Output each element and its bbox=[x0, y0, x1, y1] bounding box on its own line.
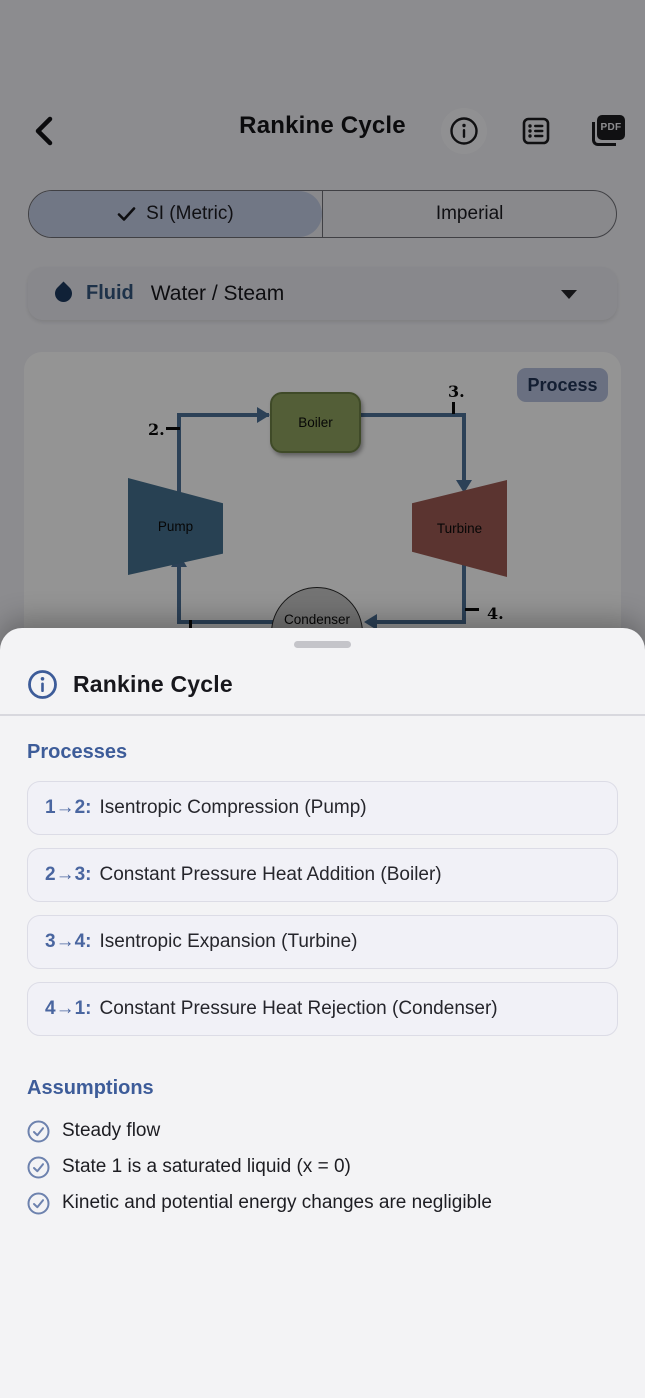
assumptions-heading: Assumptions bbox=[27, 1077, 154, 1099]
info-icon bbox=[28, 669, 57, 699]
pipe-condenser-to-pump bbox=[177, 620, 273, 624]
info-bottom-sheet: Rankine Cycle Processes 1→2: Isentropic … bbox=[0, 628, 645, 1398]
state-label-3: 3. bbox=[448, 382, 465, 401]
chevron-down-icon bbox=[561, 290, 577, 299]
segment-si-metric[interactable]: SI (Metric) bbox=[29, 191, 322, 237]
export-pdf-button[interactable]: PDF bbox=[585, 108, 631, 154]
process-item-4-1[interactable]: 4→1: Constant Pressure Heat Rejection (C… bbox=[27, 982, 618, 1036]
info-icon bbox=[450, 117, 478, 145]
process-item-1-2[interactable]: 1→2: Isentropic Compression (Pump) bbox=[27, 781, 618, 835]
condenser-label: Condenser bbox=[283, 612, 351, 627]
sheet-header: Rankine Cycle bbox=[27, 668, 233, 700]
flow-arrow-left-icon bbox=[364, 614, 377, 630]
page-title: Rankine Cycle bbox=[239, 112, 406, 139]
state-4-tick bbox=[465, 608, 479, 611]
pipe-right-vertical-top bbox=[462, 413, 466, 483]
process-prefix: 4→1: bbox=[45, 998, 92, 1019]
pipe-boiler-to-turbine bbox=[361, 413, 466, 417]
process-text: Constant Pressure Heat Addition (Boiler) bbox=[99, 864, 442, 885]
process-badge[interactable]: Process bbox=[517, 368, 608, 402]
assumption-item: State 1 is a saturated liquid (x = 0) bbox=[27, 1153, 617, 1181]
process-item-2-3[interactable]: 2→3: Constant Pressure Heat Addition (Bo… bbox=[27, 848, 618, 902]
boiler-shape: Boiler bbox=[270, 392, 361, 453]
segment-imperial-label: Imperial bbox=[435, 203, 504, 224]
pipe-left-vertical bbox=[177, 413, 181, 495]
pipe-right-vertical-bottom bbox=[462, 564, 466, 624]
state-label-4: 4. bbox=[487, 604, 504, 623]
sheet-drag-handle[interactable] bbox=[294, 641, 351, 648]
pdf-icon-page-fold bbox=[592, 122, 616, 146]
top-navigation-bar: Rankine Cycle bbox=[0, 98, 645, 164]
cycle-diagram-card: Process 2. 3. 4. Boiler bbox=[24, 352, 621, 682]
pipe-turbine-to-condenser bbox=[376, 620, 466, 624]
process-prefix: 2→3: bbox=[45, 864, 92, 885]
state-label-2: 2. bbox=[148, 420, 165, 439]
pdf-icon: PDF bbox=[591, 115, 625, 147]
back-chevron-icon bbox=[35, 116, 53, 146]
check-circle-icon bbox=[27, 1156, 50, 1178]
turbine-label: Turbine bbox=[436, 521, 483, 536]
sheet-divider bbox=[0, 714, 645, 716]
process-prefix: 1→2: bbox=[45, 797, 92, 818]
process-text: Constant Pressure Heat Rejection (Conden… bbox=[99, 998, 498, 1019]
assumption-item: Kinetic and potential energy changes are… bbox=[27, 1189, 617, 1217]
pdf-icon-page: PDF bbox=[597, 115, 625, 140]
segment-divider bbox=[321, 191, 324, 237]
info-button[interactable] bbox=[441, 108, 487, 154]
processes-heading: Processes bbox=[27, 741, 128, 763]
assumption-text: Kinetic and potential energy changes are… bbox=[62, 1192, 492, 1213]
assumption-text: State 1 is a saturated liquid (x = 0) bbox=[62, 1156, 351, 1177]
state-2-tick bbox=[166, 427, 180, 430]
pump-label: Pump bbox=[157, 519, 194, 534]
fluid-value: Water / Steam bbox=[150, 281, 285, 305]
check-circle-icon bbox=[27, 1120, 50, 1142]
boiler-label: Boiler bbox=[298, 415, 333, 430]
flow-arrow-right-icon bbox=[257, 407, 270, 423]
segment-imperial[interactable]: Imperial bbox=[323, 191, 616, 237]
assumption-item: Steady flow bbox=[27, 1117, 617, 1145]
state-3-tick bbox=[452, 402, 455, 414]
state-1-tick bbox=[189, 620, 192, 632]
segment-si-label: SI (Metric) bbox=[146, 203, 234, 224]
pipe-left-vertical-bottom bbox=[177, 566, 181, 624]
table-list-button[interactable] bbox=[513, 108, 559, 154]
fluid-label: Fluid bbox=[86, 282, 134, 304]
checkmark-icon bbox=[117, 207, 136, 221]
fluid-selector[interactable]: Fluid Water / Steam bbox=[28, 267, 617, 320]
process-item-3-4[interactable]: 3→4: Isentropic Expansion (Turbine) bbox=[27, 915, 618, 969]
assumption-text: Steady flow bbox=[62, 1120, 161, 1141]
process-text: Isentropic Expansion (Turbine) bbox=[99, 931, 358, 952]
check-circle-icon bbox=[27, 1192, 50, 1214]
process-text: Isentropic Compression (Pump) bbox=[99, 797, 367, 818]
back-button[interactable] bbox=[28, 112, 62, 150]
list-icon bbox=[522, 117, 550, 145]
sheet-title: Rankine Cycle bbox=[73, 670, 233, 697]
pipe-pump-to-boiler bbox=[177, 413, 269, 417]
pdf-icon-label: PDF bbox=[600, 122, 622, 133]
unit-segmented-control: SI (Metric) Imperial bbox=[28, 190, 617, 238]
process-prefix: 3→4: bbox=[45, 931, 92, 952]
